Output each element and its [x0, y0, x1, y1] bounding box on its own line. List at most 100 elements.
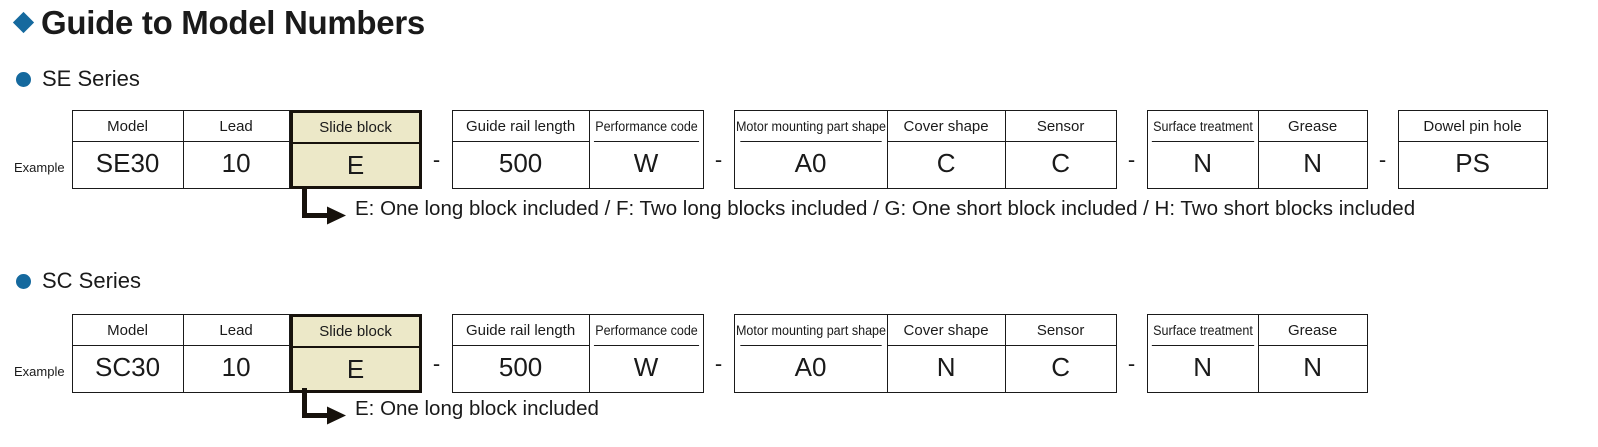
- separator-dash: -: [1127, 351, 1136, 376]
- cell-value: 500: [498, 351, 543, 382]
- cell-value: N: [1303, 351, 1322, 382]
- section-heading-label: SC Series: [42, 268, 142, 293]
- page-title-text: Guide to Model Numbers: [41, 4, 425, 41]
- group-model-lead: Model SC30 Lead 10: [71, 314, 290, 393]
- cell-lead: Lead 10: [183, 315, 289, 392]
- section-heading-se-series: SE Series: [16, 68, 140, 90]
- cell-value: SE30: [95, 147, 160, 178]
- cell-header: Lead: [183, 111, 289, 142]
- separator-dash: -: [432, 147, 441, 172]
- cell-header: Surface treatment: [1151, 315, 1254, 346]
- cell-performance-code: Performance code W: [590, 111, 703, 188]
- diamond-bullet-icon: [12, 11, 35, 34]
- group-surface-grease: Surface treatment N Grease N: [1146, 110, 1368, 189]
- separator-dash: -: [1378, 147, 1387, 172]
- cell-cover-shape: Cover shape N: [887, 315, 1006, 392]
- example-label: Example: [14, 364, 65, 379]
- cell-header: Sensor: [1005, 315, 1116, 346]
- cell-motor-mounting-part-shape: Motor mounting part shape A0: [735, 111, 888, 188]
- cell-value: A0: [794, 351, 827, 382]
- separator-dash: -: [714, 147, 723, 172]
- group-dowel-pin-hole: Dowel pin hole PS: [1397, 110, 1548, 189]
- cell-value: E: [292, 348, 419, 390]
- cell-header: Dowel pin hole: [1398, 111, 1547, 142]
- cell-value: E: [292, 144, 419, 186]
- cell-value: C: [1051, 147, 1070, 178]
- cell-slide-block: Slide block E: [292, 317, 419, 390]
- group-rail-performance: Guide rail length 500 Performance code W: [451, 314, 704, 393]
- cell-slide-block: Slide block E: [292, 113, 419, 186]
- cell-value: W: [633, 351, 659, 382]
- group-slide-block: Slide block E: [289, 314, 422, 393]
- cell-value: N: [1193, 351, 1212, 382]
- group-motor-cover-sensor: Motor mounting part shape A0 Cover shape…: [733, 110, 1117, 189]
- group-rail-performance: Guide rail length 500 Performance code W: [451, 110, 704, 189]
- cell-value: W: [633, 147, 659, 178]
- cell-surface-treatment: Surface treatment N: [1148, 111, 1259, 188]
- cell-header: Lead: [183, 315, 289, 346]
- model-number-row-se-series: Example Model SE30 Lead 10 Slide block E…: [14, 110, 1548, 189]
- cell-grease: Grease N: [1258, 111, 1367, 188]
- group-surface-grease: Surface treatment N Grease N: [1146, 314, 1368, 393]
- cell-value: C: [936, 147, 956, 178]
- cell-cover-shape: Cover shape C: [887, 111, 1006, 188]
- circle-bullet-icon: [16, 71, 31, 87]
- example-label: Example: [14, 160, 65, 175]
- cell-header: Slide block: [292, 113, 419, 144]
- cell-header: Cover shape: [887, 111, 1005, 142]
- cell-dowel-pin-hole: Dowel pin hole PS: [1398, 111, 1547, 188]
- model-number-row-sc-series: Example Model SC30 Lead 10 Slide block E…: [14, 314, 1368, 393]
- cell-header: Performance code: [593, 315, 699, 346]
- cell-header: Guide rail length: [452, 111, 589, 142]
- cell-model: Model SC30: [72, 315, 184, 392]
- cell-header: Model: [72, 111, 183, 142]
- cell-value: 500: [498, 147, 543, 178]
- cell-value: SC30: [95, 351, 161, 382]
- cell-header: Performance code: [593, 111, 699, 142]
- cell-header: Motor mounting part shape: [736, 315, 886, 346]
- separator-dash: -: [714, 351, 723, 376]
- cell-header: Slide block: [292, 317, 419, 348]
- group-model-lead: Model SE30 Lead 10: [71, 110, 290, 189]
- cell-header: Motor mounting part shape: [736, 111, 886, 142]
- cell-header: Guide rail length: [452, 315, 589, 346]
- elbow-arrow-icon: [302, 188, 346, 225]
- cell-grease: Grease N: [1258, 315, 1367, 392]
- group-slide-block: Slide block E: [289, 110, 422, 189]
- cell-header: Surface treatment: [1151, 111, 1254, 142]
- cell-value: PS: [1455, 147, 1490, 178]
- cell-value: 10: [221, 351, 251, 382]
- section-heading-label: SE Series: [42, 66, 140, 91]
- separator-dash: -: [1127, 147, 1136, 172]
- cell-surface-treatment: Surface treatment N: [1148, 315, 1259, 392]
- callout-text: E: One long block included / F: Two long…: [355, 197, 1416, 220]
- cell-header: Grease: [1258, 315, 1367, 346]
- cell-header: Cover shape: [887, 315, 1005, 346]
- group-motor-cover-sensor: Motor mounting part shape A0 Cover shape…: [733, 314, 1117, 393]
- cell-value: N: [1193, 147, 1212, 178]
- cell-guide-rail-length: Guide rail length 500: [452, 315, 590, 392]
- separator-dash: -: [432, 351, 441, 376]
- cell-header: Sensor: [1005, 111, 1116, 142]
- cell-model: Model SE30: [72, 111, 184, 188]
- cell-sensor: Sensor C: [1005, 111, 1116, 188]
- elbow-arrow-icon: [302, 388, 346, 425]
- callout-text: E: One long block included: [355, 397, 599, 420]
- callout-sc-series: E: One long block included: [300, 388, 599, 426]
- cell-value: N: [1303, 147, 1322, 178]
- cell-lead: Lead 10: [183, 111, 289, 188]
- cell-sensor: Sensor C: [1005, 315, 1116, 392]
- page-title: Guide to Model Numbers: [12, 4, 425, 41]
- cell-guide-rail-length: Guide rail length 500: [452, 111, 590, 188]
- cell-performance-code: Performance code W: [590, 315, 703, 392]
- cell-value: A0: [794, 147, 827, 178]
- cell-header: Model: [72, 315, 183, 346]
- cell-value: 10: [221, 147, 251, 178]
- cell-header: Grease: [1258, 111, 1367, 142]
- cell-value: C: [1051, 351, 1070, 382]
- callout-se-series: E: One long block included / F: Two long…: [300, 188, 1415, 226]
- cell-value: N: [936, 351, 956, 382]
- cell-motor-mounting-part-shape: Motor mounting part shape A0: [735, 315, 888, 392]
- circle-bullet-icon: [16, 273, 31, 289]
- section-heading-sc-series: SC Series: [16, 270, 141, 292]
